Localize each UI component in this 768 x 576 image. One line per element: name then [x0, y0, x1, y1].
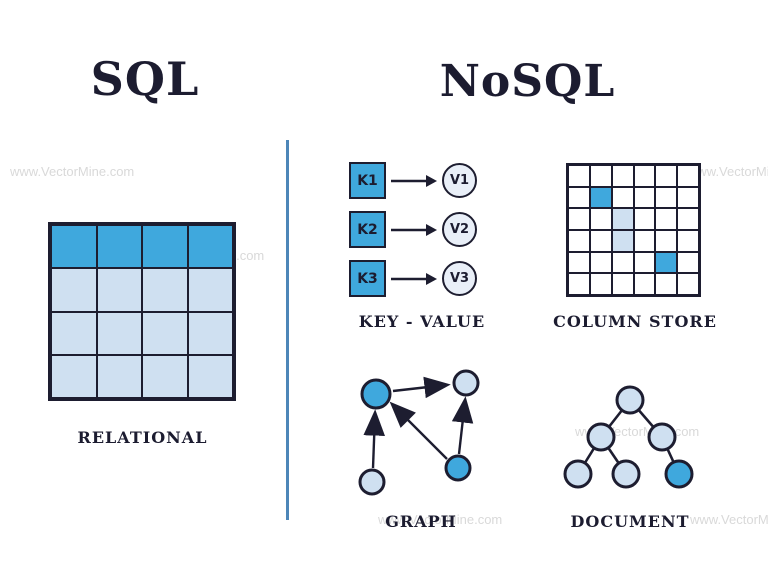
document-node [615, 385, 645, 415]
grid-cell [655, 165, 678, 187]
grid-cell [187, 268, 233, 312]
grid-cell [611, 273, 634, 295]
grid-cell [568, 186, 590, 209]
grid-cell [633, 165, 656, 187]
key-box: K3 [349, 260, 386, 297]
key-value-row: K2 V2 [349, 211, 477, 248]
grid-cell [187, 311, 233, 355]
grid-cell [677, 273, 699, 295]
grid-cell [633, 273, 656, 295]
graph-node [358, 468, 386, 496]
value-circle: V3 [442, 261, 477, 296]
grid-cell [589, 229, 612, 252]
key-box: K1 [349, 162, 386, 199]
grid-cell [568, 165, 590, 187]
arrow-right-icon [391, 223, 437, 236]
document-node [611, 459, 641, 489]
grid-cell [187, 225, 233, 269]
column-store-grid [566, 163, 701, 297]
key-box: K2 [349, 211, 386, 248]
document-diagram [563, 385, 694, 489]
grid-cell [633, 229, 656, 252]
sql-title: SQL [90, 52, 200, 106]
grid-cell [589, 186, 612, 209]
document-node [586, 422, 616, 452]
grid-cell [187, 354, 233, 398]
grid-cell [677, 229, 699, 252]
document-node [647, 422, 677, 452]
grid-cell [142, 225, 188, 269]
document-node [563, 459, 593, 489]
grid-cell [96, 225, 142, 269]
grid-cell [655, 186, 678, 209]
grid-cell [655, 229, 678, 252]
value-circle: V2 [442, 212, 477, 247]
key-value-row: K3 V3 [349, 260, 477, 297]
graph-edge [451, 396, 474, 455]
relational-table [48, 222, 236, 401]
grid-cell [677, 251, 699, 274]
grid-cell [51, 354, 97, 398]
grid-cell [589, 208, 612, 230]
watermark-text: www.VectorMine.com [10, 164, 135, 179]
key-value-diagram: K1 V1 K2 V2 K3 V3 [349, 162, 477, 297]
graph-edge [363, 409, 385, 469]
grid-cell [51, 225, 97, 269]
grid-cell [96, 268, 142, 312]
graph-edge [392, 376, 451, 399]
grid-cell [589, 251, 612, 274]
grid-cell [611, 186, 634, 209]
graph-node [452, 369, 480, 397]
key-value-label: KEY - VALUE [358, 312, 486, 331]
grid-cell [655, 273, 678, 295]
graph-edge [389, 401, 448, 460]
arrow-right-icon [391, 174, 437, 187]
grid-cell [568, 208, 590, 230]
column-store-label: COLUMN STORE [553, 312, 717, 331]
grid-cell [568, 229, 590, 252]
grid-cell [677, 165, 699, 187]
grid-cell [568, 251, 590, 274]
graph-label: GRAPH [385, 512, 457, 531]
grid-cell [142, 311, 188, 355]
grid-cell [677, 208, 699, 230]
graph-diagram [358, 369, 480, 496]
grid-cell [655, 251, 678, 274]
grid-cell [611, 229, 634, 252]
grid-cell [142, 268, 188, 312]
arrow-right-icon [391, 272, 437, 285]
document-node [664, 459, 694, 489]
graph-node [444, 454, 472, 482]
grid-cell [51, 268, 97, 312]
relational-label: RELATIONAL [77, 428, 208, 447]
grid-cell [51, 311, 97, 355]
grid-cell [633, 251, 656, 274]
document-label: DOCUMENT [570, 512, 690, 531]
grid-cell [142, 354, 188, 398]
grid-cell [568, 273, 590, 295]
graph-node [360, 378, 392, 410]
grid-cell [611, 165, 634, 187]
nosql-title: NoSQL [439, 56, 616, 107]
grid-cell [611, 251, 634, 274]
grid-cell [655, 208, 678, 230]
grid-cell [589, 165, 612, 187]
section-divider [286, 140, 289, 520]
grid-cell [96, 311, 142, 355]
grid-cell [633, 186, 656, 209]
grid-cell [96, 354, 142, 398]
key-value-row: K1 V1 [349, 162, 477, 199]
grid-cell [633, 208, 656, 230]
value-circle: V1 [442, 163, 477, 198]
grid-cell [589, 273, 612, 295]
grid-cell [677, 186, 699, 209]
grid-cell [611, 208, 634, 230]
